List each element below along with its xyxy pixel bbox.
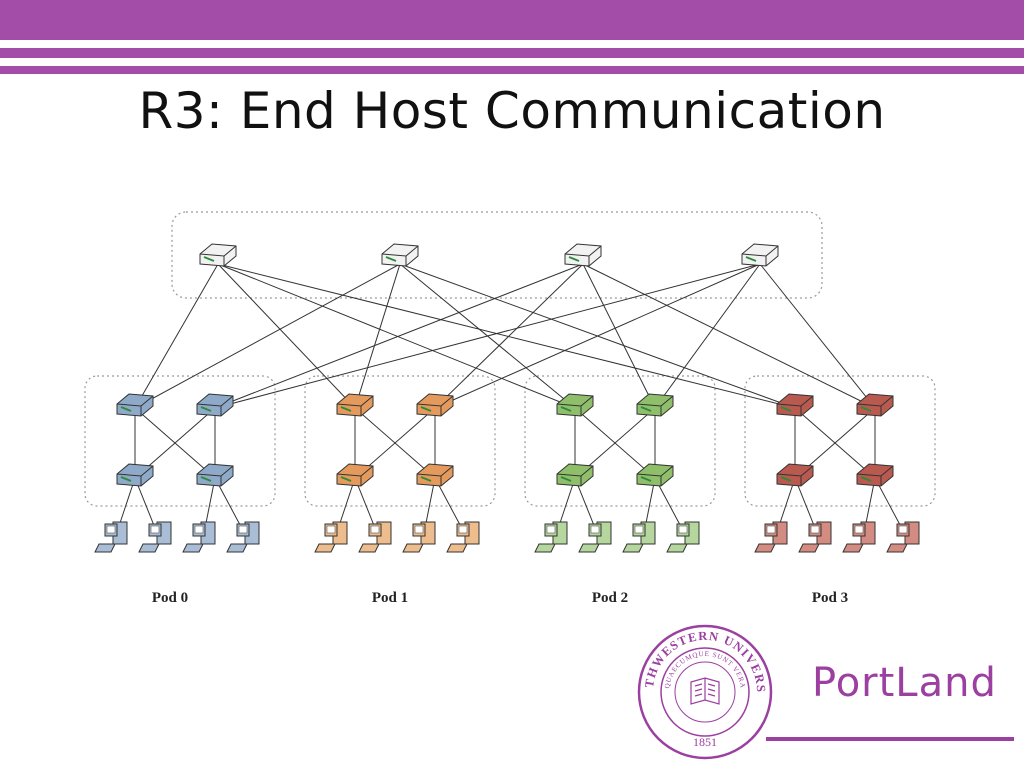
core-switch-2 [564, 243, 602, 267]
aggregation-switch-7 [856, 393, 894, 417]
slide-title: R3: End Host Communication [138, 82, 886, 140]
core-agg-link [217, 263, 576, 409]
footer-underline [766, 737, 1014, 741]
host-pod2-2 [622, 521, 656, 553]
aggregation-switch-1 [196, 393, 234, 417]
edge-switch-5 [636, 463, 674, 487]
host-pod0-2 [182, 521, 216, 553]
edge-switch-3 [416, 463, 454, 487]
core-agg-link [582, 263, 876, 409]
host-pod2-0 [534, 521, 568, 553]
host-pod3-0 [754, 521, 788, 553]
host-pod1-0 [314, 521, 348, 553]
host-pod3-3 [886, 521, 920, 553]
edge-switch-1 [196, 463, 234, 487]
aggregation-switch-0 [116, 393, 154, 417]
core-agg-link [214, 263, 761, 409]
pod-box-2 [524, 375, 716, 507]
edge-switch-0 [116, 463, 154, 487]
header-bar-top [0, 0, 1024, 40]
pod-label-3: Pod 3 [812, 590, 848, 606]
host-pod1-2 [402, 521, 436, 553]
pod-label-1: Pod 1 [372, 590, 408, 606]
aggregation-switch-5 [636, 393, 674, 417]
aggregation-switch-6 [776, 393, 814, 417]
host-pod3-1 [798, 521, 832, 553]
pod-label-0: Pod 0 [152, 590, 188, 606]
aggregation-switch-2 [336, 393, 374, 417]
host-pod0-0 [94, 521, 128, 553]
core-agg-link [354, 263, 401, 409]
header-bar-bottom [0, 66, 1024, 74]
core-agg-link [217, 263, 356, 409]
core-agg-link [134, 263, 401, 409]
pod-box-3 [744, 375, 936, 507]
core-switch-0 [199, 243, 237, 267]
core-switch-1 [381, 243, 419, 267]
pod-box-1 [304, 375, 496, 507]
core-agg-link [434, 263, 761, 409]
pod-label-2: Pod 2 [592, 590, 628, 606]
core-agg-link [217, 263, 796, 409]
edge-switch-6 [776, 463, 814, 487]
host-pod0-3 [226, 521, 260, 553]
aggregation-switch-3 [416, 393, 454, 417]
aggregation-switch-4 [556, 393, 594, 417]
header-bar-middle [0, 48, 1024, 58]
core-agg-link [582, 263, 656, 409]
portland-brand: PortLand [812, 660, 997, 706]
edge-switch-2 [336, 463, 374, 487]
core-agg-link [654, 263, 761, 409]
core-agg-link [434, 263, 584, 409]
host-pod3-2 [842, 521, 876, 553]
seal-year: 1851 [693, 735, 717, 749]
host-pod2-3 [666, 521, 700, 553]
core-switch-3 [741, 243, 779, 267]
edge-switch-4 [556, 463, 594, 487]
host-pod1-3 [446, 521, 480, 553]
host-pod0-1 [138, 521, 172, 553]
host-pod1-1 [358, 521, 392, 553]
core-layer-box [171, 211, 823, 299]
host-pod2-1 [578, 521, 612, 553]
edge-switch-7 [856, 463, 894, 487]
core-agg-link [134, 263, 219, 409]
core-agg-link [759, 263, 876, 409]
core-agg-link [214, 263, 584, 409]
northwestern-seal-icon: NORTHWESTERN UNIVERSITY QUAECUMQUE SUNT … [635, 622, 773, 760]
